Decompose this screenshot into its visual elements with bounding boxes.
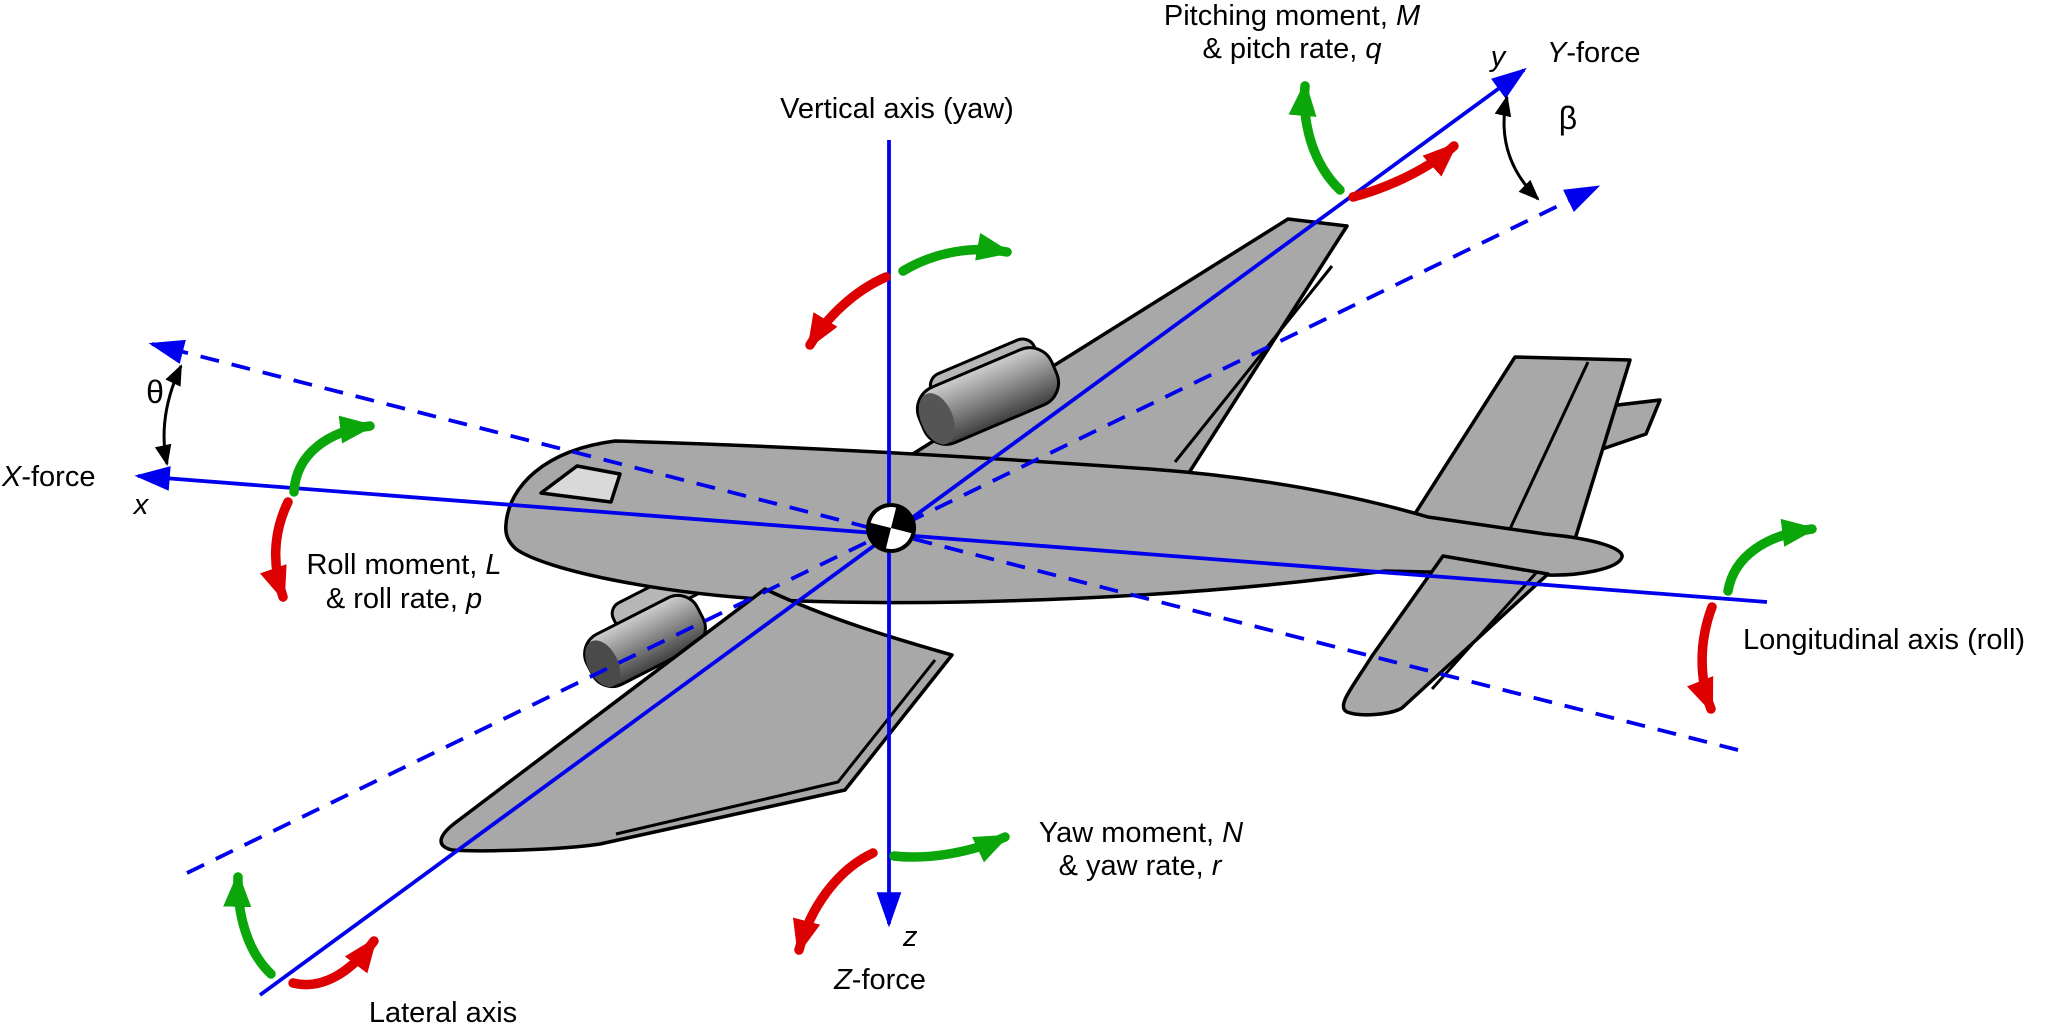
z-force-label: Z-force: [833, 964, 926, 996]
cg-quadrant-ne: [891, 505, 914, 534]
rudder-line: [1500, 361, 1590, 547]
pitch-negative-arrow: [1348, 141, 1459, 202]
cockpit-windshield: [539, 464, 622, 504]
x-force-label: X-force: [1, 461, 95, 493]
lateral-positive-arrow: [223, 871, 276, 979]
right-engine-nacelle: [915, 337, 1061, 446]
yaw-label-line2: & yaw rate, r: [1059, 850, 1223, 882]
lateral-axis-label: Lateral axis: [369, 997, 517, 1026]
cg-quadrant-sw: [868, 522, 891, 551]
reference-longitudinal-dashed-line: [148, 339, 1739, 752]
yaw-label-line1: Yaw moment, N: [1039, 817, 1243, 849]
lateral-negative-arrow: [288, 936, 379, 990]
pitch-label-line2: & pitch rate, q: [1203, 33, 1382, 65]
beta-angle-arrow: [1494, 94, 1540, 201]
yaw-bottom-positive-arrow: [889, 832, 1010, 863]
fuselage: [504, 439, 1624, 605]
z-axis-label: z: [902, 921, 918, 953]
y-axis-label: y: [1489, 41, 1507, 73]
longitudinal-axis-line: [134, 466, 1768, 604]
y-force-label: Y-force: [1547, 37, 1640, 69]
roll-label-line2: & roll rate, p: [326, 583, 482, 615]
theta-label: θ: [146, 374, 164, 410]
pitch-positive-arrow: [1288, 80, 1345, 195]
yaw-bottom-negative-arrow: [792, 848, 878, 956]
moment-arrows: [223, 80, 1818, 990]
roll-positive-arrow: [289, 415, 376, 497]
roll-label-line1: Roll moment, L: [306, 549, 501, 581]
theta-angle-arrow: [154, 364, 183, 467]
pitch-label-line1: Pitching moment, M: [1164, 0, 1421, 32]
longitudinal-negative-arrow: [1686, 602, 1717, 714]
longitudinal-positive-arrow: [1723, 518, 1818, 596]
left-tailplane: [1341, 554, 1550, 717]
right-wing-aileron-line: [1173, 265, 1334, 463]
vertical-axis-label: Vertical axis (yaw): [780, 93, 1014, 125]
yaw-top-negative-arrow: [805, 272, 891, 350]
x-axis-label: x: [132, 489, 150, 521]
beta-label: β: [1559, 100, 1577, 136]
right-engine-inlet: [918, 393, 955, 445]
center-of-gravity-symbol: [866, 503, 916, 553]
yaw-top-positive-arrow: [898, 232, 1013, 276]
elevator-line: [1430, 571, 1538, 691]
longitudinal-axis-label: Longitudinal axis (roll): [1743, 624, 2025, 656]
cg-outline: [866, 503, 916, 553]
roll-negative-arrow: [259, 497, 293, 602]
left-wing-flap-lines: [615, 659, 937, 836]
right-wing: [906, 217, 1349, 481]
aircraft: [439, 217, 1662, 853]
